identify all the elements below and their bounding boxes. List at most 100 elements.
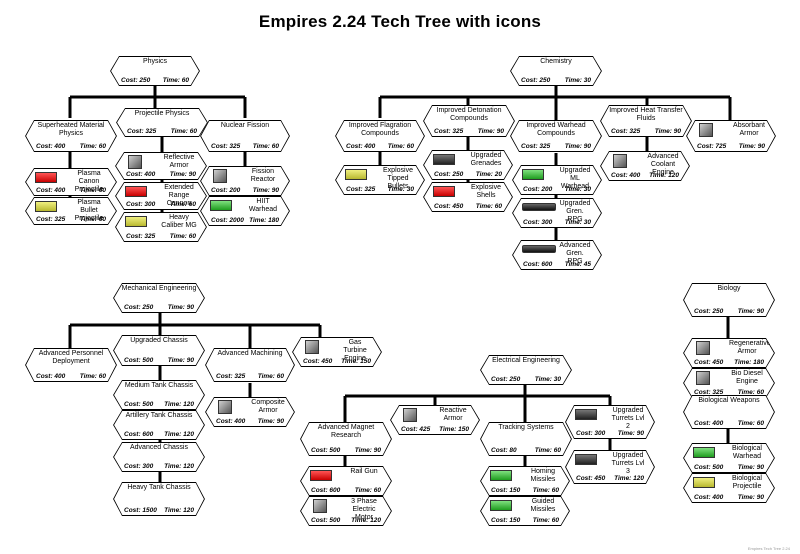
tech-time: Time: 60	[532, 487, 559, 494]
tech-time: Time: 120	[164, 507, 194, 514]
tech-time: Time: 90	[252, 187, 279, 194]
tech-name: Advanced Gren. RPG	[559, 242, 591, 265]
tech-time: Time: 60	[169, 233, 196, 240]
tech-name: Fission Reactor	[250, 168, 276, 183]
tech-name: Extended Range Cannon	[164, 184, 194, 207]
tech-name: Composite Armor	[251, 399, 285, 414]
tech-time: Time: 90	[737, 308, 764, 315]
tech-cost: Cost: 325	[521, 143, 551, 150]
tech-cost: Cost: 325	[611, 128, 641, 135]
node-border	[113, 335, 205, 366]
footer-text: Empires Tech Tree 2.24	[747, 546, 790, 551]
tech-cost: Cost: 400	[36, 143, 66, 150]
tech-name: Improved Flagration Compounds	[348, 122, 412, 137]
tech-cost: Cost: 250	[121, 77, 151, 84]
tech-time: Time: 60	[532, 517, 559, 524]
tech-time: Time: 30	[564, 186, 591, 193]
tech-time: Time: 20	[475, 171, 502, 178]
tech-name: Plasma Canon Projectile	[74, 170, 104, 193]
tech-name: Projectile Physics	[134, 110, 190, 117]
bio-diesel-engine-icon	[696, 371, 710, 385]
tech-time: Time: 60	[79, 143, 106, 150]
tech-cost: Cost: 600	[311, 487, 341, 494]
tech-cost: Cost: 300	[124, 463, 154, 470]
tech-name: Biological Weapons	[698, 397, 760, 404]
tech-time: Time: 30	[564, 219, 591, 226]
biological-projectile-icon	[693, 477, 715, 488]
tech-cost: Cost: 600	[124, 431, 154, 438]
tech-cost: Cost: 600	[523, 261, 553, 268]
tech-time: Time: 60	[475, 203, 502, 210]
tech-name: Physics	[142, 58, 168, 65]
explosive-tipped-bullets-icon	[345, 169, 367, 180]
tech-name: Improved Heat Transfer Fluids	[609, 107, 683, 122]
tech-time: Time: 60	[79, 187, 106, 194]
tech-cost: Cost: 1500	[124, 507, 157, 514]
tech-cost: Cost: 500	[311, 447, 341, 454]
node-border	[600, 105, 692, 137]
guided-missiles-icon	[490, 500, 512, 511]
tech-time: Time: 60	[737, 389, 764, 396]
tech-cost: Cost: 400	[611, 172, 641, 179]
tech-time: Time: 120	[164, 431, 194, 438]
tech-time: Time: 30	[534, 376, 561, 383]
tech-time: Time: 90	[738, 143, 765, 150]
upgraded-ml-warhead-icon	[522, 169, 544, 180]
tech-cost: Cost: 250	[521, 77, 551, 84]
tech-cost: Cost: 425	[401, 426, 431, 433]
upgraded-gren-rpg-icon	[522, 203, 556, 211]
tech-name: 3 Phase Electric Motor	[351, 498, 377, 521]
tech-name: Upgraded ML Warhead	[559, 167, 591, 190]
advanced-coolant-engine-icon	[613, 154, 627, 168]
tech-name: Regenerative Armor	[729, 340, 771, 355]
tech-cost: Cost: 500	[124, 357, 154, 364]
heavy-caliber-mg-icon	[125, 216, 147, 227]
absorbant-armor-icon	[699, 123, 713, 137]
tech-name: Improved Warhead Compounds	[526, 122, 586, 137]
tech-cost: Cost: 450	[434, 203, 464, 210]
reflective-armor-icon	[128, 155, 142, 169]
tech-time: Time: 60	[79, 373, 106, 380]
tech-time: Time: 60	[257, 373, 284, 380]
tech-name: Advanced Coolant Engine	[647, 153, 679, 176]
advanced-gren-rpg-icon	[522, 245, 556, 253]
tech-time: Time: 60	[387, 143, 414, 150]
tech-time: Time: 120	[164, 401, 194, 408]
tech-time: Time: 90	[354, 447, 381, 454]
composite-armor-icon	[218, 400, 232, 414]
tech-time: Time: 90	[167, 304, 194, 311]
tech-cost: Cost: 325	[211, 143, 241, 150]
tech-time: Time: 30	[387, 186, 414, 193]
node-border	[113, 283, 205, 313]
tech-name: Upgraded Gren. RPG	[559, 200, 591, 223]
extended-range-cannon-icon	[125, 186, 147, 197]
tech-cost: Cost: 325	[36, 216, 66, 223]
tech-name: Artillery Tank Chassis	[125, 412, 193, 419]
tech-name: Biology	[717, 285, 741, 292]
3-phase-electric-motor-icon	[313, 499, 327, 513]
tech-name: Absorbant Armor	[733, 122, 765, 137]
tech-name: Plasma Bullet Projectile	[74, 199, 104, 222]
tech-cost: Cost: 2000	[211, 217, 244, 224]
tech-time: Time: 150	[341, 358, 371, 365]
node-border	[510, 56, 602, 86]
